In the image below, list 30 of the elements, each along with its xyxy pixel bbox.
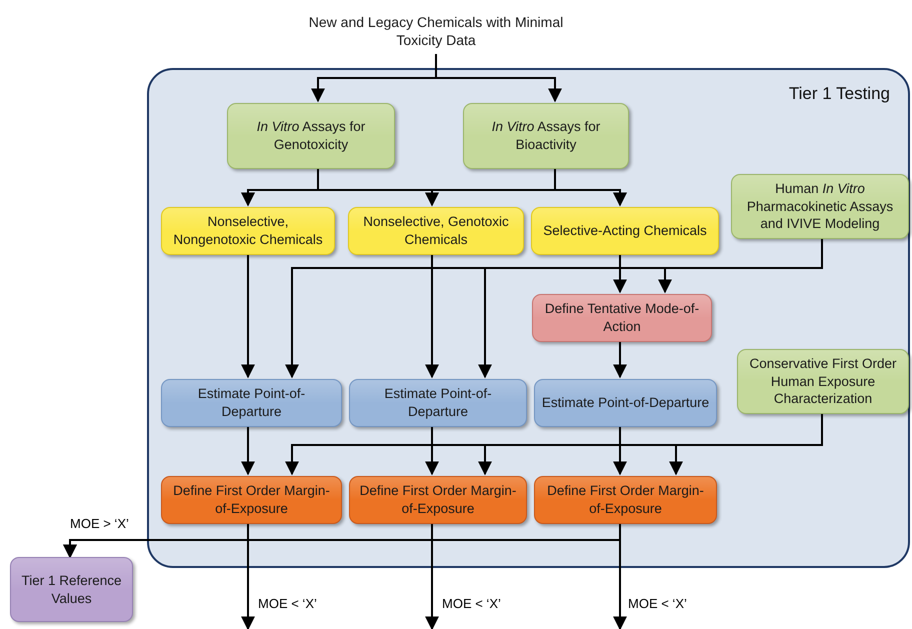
process-box: In Vitro Assays for Genotoxicity xyxy=(227,103,395,169)
edge-label: MOE > ‘X’ xyxy=(68,516,131,531)
process-box: Estimate Point-of-Departure xyxy=(161,379,342,427)
process-box: Define Tentative Mode-of-Action xyxy=(532,294,712,342)
edge-label: MOE < ‘X’ xyxy=(256,596,319,611)
arrow xyxy=(613,425,627,476)
process-box: Conservative First Order Human Exposure Characterization xyxy=(737,349,909,414)
process-box: Human In Vitro Pharmacokinetic Assays and IVIVE Modeling xyxy=(731,174,909,239)
edge-label: MOE < ‘X’ xyxy=(440,596,503,611)
category-box: Nonselective, Nongenotoxic Chemicals xyxy=(161,207,335,255)
arrow xyxy=(613,253,627,294)
process-box: In Vitro Assays for Bioactivity xyxy=(463,103,629,169)
process-box: Define First Order Margin-of-Exposure xyxy=(349,476,527,524)
arrow xyxy=(669,412,823,476)
category-box: Nonselective, Genotoxic Chemicals xyxy=(348,207,524,255)
arrow xyxy=(425,253,439,378)
arrow xyxy=(241,253,255,378)
arrow xyxy=(425,425,439,476)
input-text: New and Legacy Chemicals with Minimal Toxicity Data xyxy=(300,8,572,54)
result-box: Tier 1 Reference Values xyxy=(10,557,133,622)
tier-panel xyxy=(147,68,910,568)
panel-title: Tier 1 Testing xyxy=(788,84,890,104)
process-box: Define First Order Margin-of-Exposure xyxy=(161,476,342,524)
category-box: Selective-Acting Chemicals xyxy=(531,207,719,255)
arrow xyxy=(241,425,255,476)
process-box: Define First Order Margin-of-Exposure xyxy=(534,476,717,524)
process-box: Estimate Point-of-Departure xyxy=(534,379,717,427)
process-box: Estimate Point-of-Departure xyxy=(349,379,527,427)
arrow xyxy=(613,340,627,378)
edge-label: MOE < ‘X’ xyxy=(626,596,689,611)
